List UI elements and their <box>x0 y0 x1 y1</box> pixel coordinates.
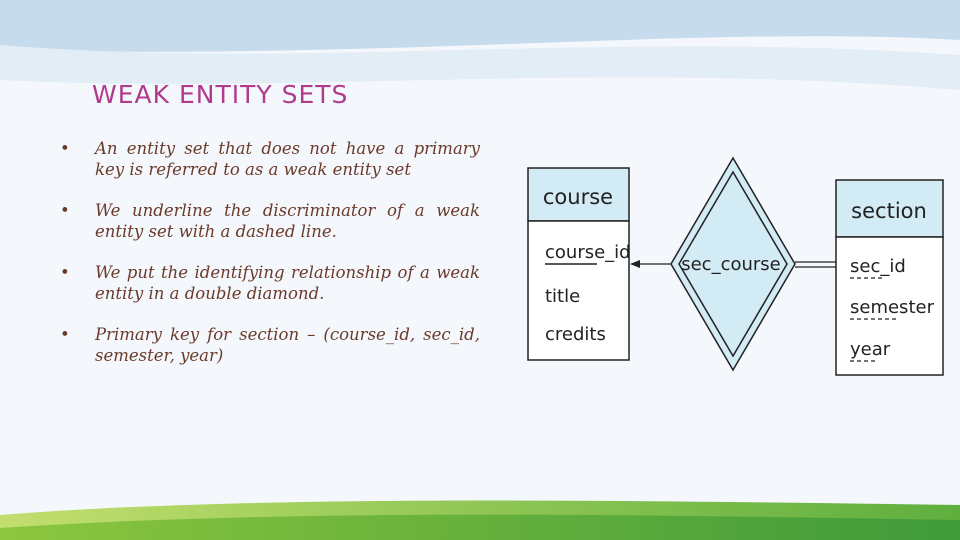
bullet-text-part: Primary key for <box>95 325 240 344</box>
bullet-marker: • <box>60 263 70 282</box>
entity-course-name: course <box>543 185 613 209</box>
bullet-item: • We put the identifying relationship of … <box>60 262 480 304</box>
bullet-marker: • <box>60 325 70 344</box>
attribute-year: year <box>850 339 891 360</box>
entity-section-name: section <box>851 199 927 223</box>
bullet-marker: • <box>60 139 70 158</box>
bullet-marker: • <box>60 201 70 220</box>
bullet-text: We underline the discriminator of a weak… <box>95 201 480 241</box>
bullet-text-part: ) <box>216 346 224 365</box>
entity-section-header <box>835 179 944 238</box>
attribute-sec-id: sec_id <box>850 256 906 277</box>
attribute-title: title <box>545 286 580 307</box>
entity-course-header <box>527 167 630 222</box>
bullet-text: An entity set that does not have a prima… <box>95 139 480 179</box>
attribute-semester: semester <box>850 297 935 318</box>
bullet-text-part: – ( <box>299 325 330 344</box>
slide-title: WEAK ENTITY SETS <box>92 80 349 109</box>
bullet-text: Primary key for section – (course_id, se… <box>95 325 480 365</box>
arrow-head <box>630 260 640 268</box>
entity-section-body <box>835 236 944 376</box>
entity-section: section sec_id semester year <box>835 179 944 376</box>
bullet-item: • An entity set that does not have a prim… <box>60 138 480 180</box>
bullet-item: • We underline the discriminator of a wea… <box>60 200 480 242</box>
entity-course: course course_id title credits <box>527 167 631 361</box>
relationship-name: sec_course <box>681 254 781 275</box>
top-wave-band-light <box>0 45 960 90</box>
bullet-text-em: section <box>239 325 300 344</box>
relationship-sec-course: sec_course <box>670 156 796 372</box>
bullet-item: • Primary key for section – (course_id, s… <box>60 324 480 366</box>
attribute-credits: credits <box>545 324 606 345</box>
bullet-text: We put the identifying relationship of a… <box>95 263 480 303</box>
attribute-course-id: course_id <box>545 242 631 263</box>
entity-course-body <box>527 220 630 361</box>
bullet-text-em: course_id, sec_id, semester, year <box>95 325 480 365</box>
bottom-hill-front <box>0 514 960 540</box>
identifying-arrow <box>630 260 673 268</box>
bullet-list: • An entity set that does not have a prim… <box>60 138 480 386</box>
diamond-outer <box>670 156 796 372</box>
total-participation-line <box>795 261 836 268</box>
diamond-inner <box>678 170 788 358</box>
top-wave-band <box>0 0 960 52</box>
